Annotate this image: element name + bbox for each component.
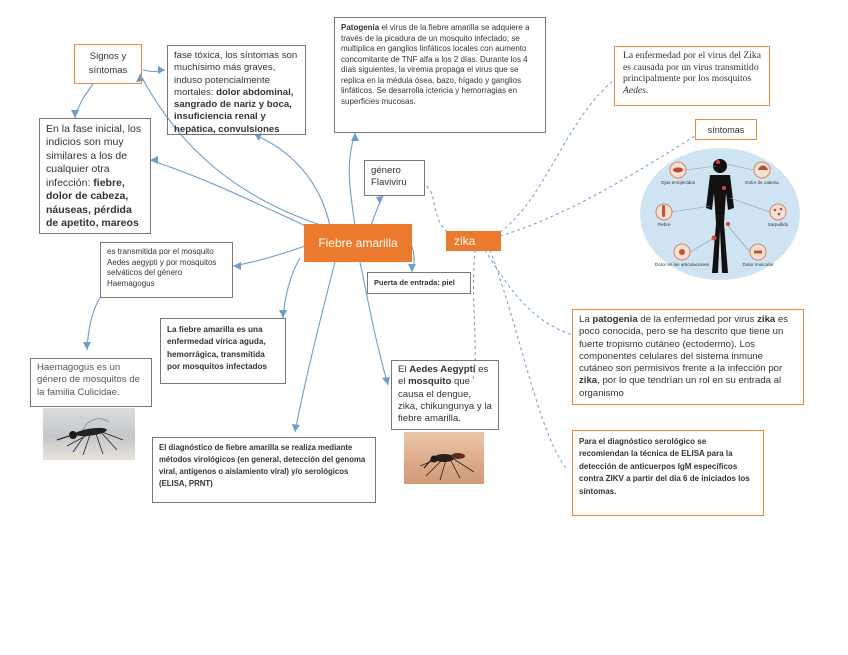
fase-toxica-text: fase tóxica, los síntomas son muchísimo … [174,50,298,98]
zika-label: zika [454,234,476,248]
zika-causa-box: La enfermedad por el virus del Zika es c… [614,46,770,106]
zika-causa-post: . [645,85,649,97]
haemagogus-text: Haemagogus es un género de mosquitos de … [37,362,140,398]
aedes-mosquito-icon [419,453,475,481]
fase-inicial-bold: fiebre, dolor de cabeza, náuseas, pérdid… [46,176,139,230]
zika-pat-bold3: zika [579,375,598,387]
zika-pat-2: de la enfermedad por virus [637,314,758,325]
link-patogenia [348,132,356,227]
patogenia-title: Patogenia [341,23,380,32]
symptom-label-5: Dolor en las articulaciones [655,262,710,267]
zika-causa-text: La enfermedad por el virus del Zika es c… [623,50,761,85]
zika-pat-3: es poco conocida, pero se ha descrito qu… [579,314,789,375]
link-signos [139,73,331,229]
fiebre-amarilla-label: Fiebre amarilla [318,236,398,250]
patogenia-text: el virus de la fiebre amarilla se adquie… [341,23,530,106]
link-definicion [282,257,301,319]
symptom-label-3: Fiebre [657,222,670,227]
link-aedes [359,261,389,386]
fase-toxica-bold: dolor abdominal, sangrado de nariz y boc… [174,86,294,135]
aedes-name: Aedes Aegypti [409,364,476,375]
link-zika-causa [499,79,615,233]
symptom-label-4: Sarpullido [768,222,789,227]
zika-pat-4: , por lo que tendrían un rol en su entra… [579,375,782,399]
link-transmitida [232,245,306,267]
aedes-mosquito-photo [404,432,484,484]
zika-pat-1: La [579,314,593,325]
aedes-box: El Aedes Aegypti es el mosquito que caus… [391,360,499,430]
transmitida-box: es transmitida por el mosquito Aedes aeg… [100,242,233,298]
fiebre-definicion-text: La fiebre amarilla es una enfermedad vír… [167,325,268,371]
fase-inicial-text: En la fase inicial, los indicios son muy… [46,123,142,189]
zika-pat-bold1: patogenia [592,314,638,325]
aedes-mid: es el [398,364,489,388]
symptom-label-6: Dolor muscular [743,262,774,267]
genero-box: género Flaviviru [364,160,425,196]
zika-patogenia-box: La patogenia de la enfermedad por virus … [572,309,804,405]
fiebre-definicion-box: La fiebre amarilla es una enfermedad vír… [160,318,286,384]
aedes-pre: El [398,364,410,375]
diagnostico-fiebre-box: El diagnóstico de fiebre amarilla se rea… [152,437,376,503]
link-fase-inicial [149,159,311,229]
zika-pat-bold2: zika [757,314,776,325]
fiebre-amarilla-hub[interactable]: Fiebre amarilla [304,224,412,262]
link-fase-toxica [254,134,331,227]
puerta-entrada-text: Puerta de entrada: piel [374,278,455,287]
zika-symptoms-figure: Ojos enrojecidos Dolor de cabeza Fiebre … [640,148,800,280]
link-zika-genero [425,185,448,233]
signos-sintomas-label: Signos y síntomas [88,51,128,76]
transmitida-text: es transmitida por el mosquito Aedes aeg… [107,247,217,288]
symptom-label-1: Ojos enrojecidos [661,180,696,185]
zika-diagnostico-box: Para el diagnóstico serológico se recomi… [572,430,764,516]
fase-inicial-box: En la fase inicial, los indicios son muy… [39,118,151,234]
link-signos-inicial [74,83,94,119]
genero-text: género Flaviviru [371,165,407,189]
zika-hub[interactable]: zika [446,231,501,251]
puerta-entrada-box: Puerta de entrada: piel [367,272,471,294]
fase-toxica-box: fase tóxica, los síntomas son muchísimo … [167,45,306,135]
mosquito-icon [56,418,124,456]
haemagogus-mosquito-photo [43,408,135,460]
aedes-mosquito: mosquito [408,376,452,388]
link-zika-diag [489,249,569,471]
zika-causa-italic: Aedes [623,85,646,97]
aedes-post: que causa el dengue, zika, chikungunya y… [398,376,492,425]
patogenia-box: Patogenia el virus de la fiebre amarilla… [334,17,546,133]
zika-diagnostico-text: Para el diagnóstico serológico se recomi… [579,437,750,496]
symptom-label-2: Dolor de cabeza [745,180,779,185]
link-zika-patogenia [484,249,573,336]
sintomas-label: síntomas [707,125,745,135]
diagnostico-fiebre-text: El diagnóstico de fiebre amarilla se rea… [159,443,366,489]
signos-sintomas-box: Signos y síntomas [74,44,142,84]
sintomas-box: síntomas [695,119,757,140]
haemagogus-box: Haemagogus es un género de mosquitos de … [30,358,152,407]
link-diagnostico [294,261,336,433]
